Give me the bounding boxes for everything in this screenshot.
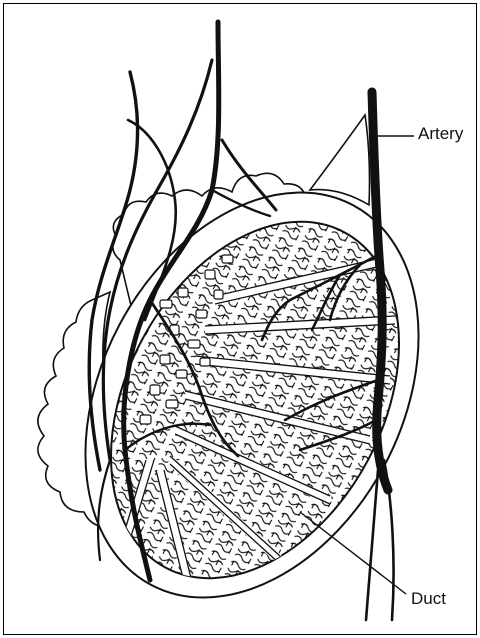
duct-leader bbox=[300, 512, 406, 594]
duct-label: Duct bbox=[411, 589, 446, 609]
artery-label: Artery bbox=[418, 124, 463, 144]
membrane bbox=[310, 115, 370, 205]
